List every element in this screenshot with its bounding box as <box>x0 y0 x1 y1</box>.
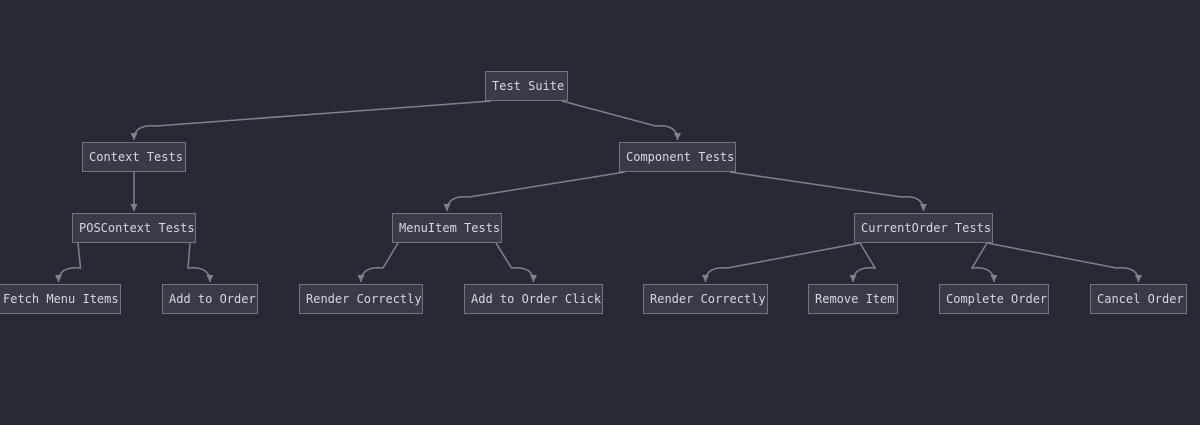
node-currentorder-tests: CurrentOrder Tests <box>854 213 993 243</box>
node-context-tests: Context Tests <box>82 142 186 172</box>
edge-currentorder_tests-to-remove_item <box>849 242 877 283</box>
node-poscontext-tests: POSContext Tests <box>72 213 196 243</box>
node-menuitem-tests: MenuItem Tests <box>392 213 502 243</box>
edge-test_suite-to-component_tests <box>561 100 681 141</box>
node-remove-item: Remove Item <box>808 284 898 314</box>
edge-component_tests-to-currentorder_tests <box>729 171 927 212</box>
edge-test_suite-to-context_tests <box>130 100 492 141</box>
node-add-to-order-click: Add to Order Click <box>464 284 603 314</box>
node-fetch-menu-items: Fetch Menu Items <box>0 284 121 314</box>
edge-menuitem_tests-to-add_to_order_click <box>495 242 537 283</box>
node-complete-order: Complete Order <box>939 284 1049 314</box>
node-render-correctly-menu: Render Correctly <box>299 284 423 314</box>
node-test-suite: Test Suite <box>485 71 568 101</box>
edge-currentorder_tests-to-complete_order <box>970 242 998 283</box>
node-add-to-order: Add to Order <box>162 284 258 314</box>
node-cancel-order: Cancel Order <box>1090 284 1187 314</box>
edge-poscontext_tests-to-add_to_order <box>187 242 214 283</box>
node-component-tests: Component Tests <box>619 142 736 172</box>
edge-currentorder_tests-to-cancel_order <box>986 242 1142 283</box>
node-render-correctly-order: Render Correctly <box>643 284 768 314</box>
edge-poscontext_tests-to-fetch_menu_items <box>55 242 82 283</box>
edge-menuitem_tests-to-render_correctly_menu <box>357 242 399 283</box>
edge-currentorder_tests-to-render_correctly_order <box>702 242 861 283</box>
edge-component_tests-to-menuitem_tests <box>443 171 626 212</box>
